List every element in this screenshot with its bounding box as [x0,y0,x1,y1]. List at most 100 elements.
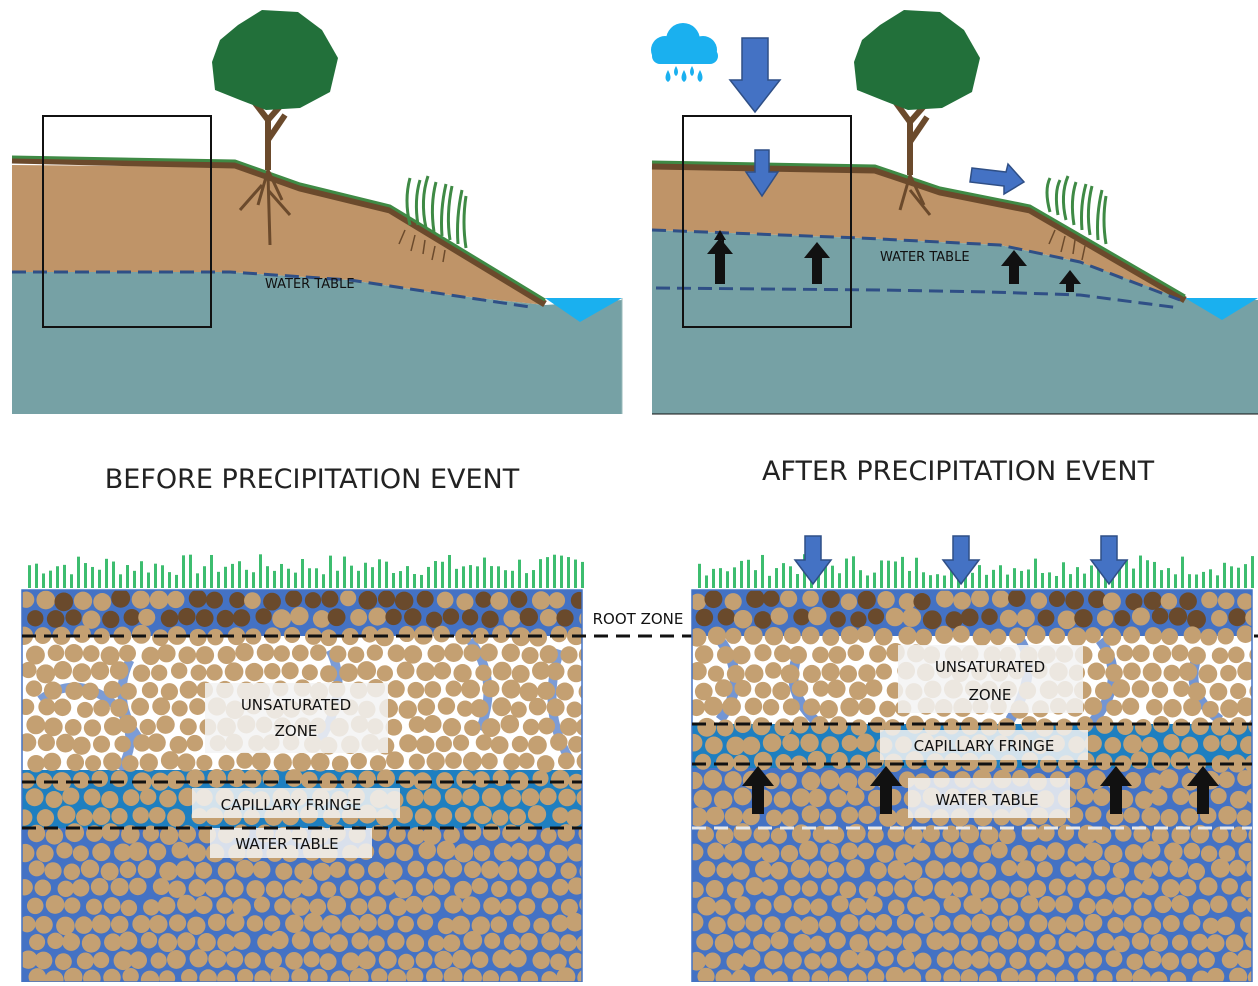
soil-grain [1200,628,1218,646]
grass-blade [287,568,290,588]
soil-grain [499,898,517,916]
grass-blade [35,563,38,588]
soil-grain [378,950,397,969]
soil-grain [264,915,281,932]
soil-grain [327,895,347,915]
soil-grain [471,877,488,895]
soil-grain [1171,825,1190,845]
soil-grain [188,879,207,897]
soil-grain [34,951,53,970]
soil-grain [45,791,63,808]
soil-grain [841,735,858,752]
soil-grain [1026,625,1046,644]
soil-grain [1048,878,1066,896]
soil-grain [27,610,44,627]
soil-grain [408,753,425,770]
soil-grain [53,661,73,680]
grass-blade [824,563,827,588]
soil-grain [850,719,868,736]
soil-grain [244,952,261,969]
grass-blade [413,574,416,588]
soil-grain [791,788,811,807]
soil-grain [482,970,500,982]
soil-grain [423,788,441,806]
soil-grain [80,859,100,878]
title-before: BEFORE PRECIPITATION EVENT [105,464,520,495]
title-after: AFTER PRECIPITATION EVENT [762,456,1155,487]
soil-grain [697,826,714,843]
soil-grain [780,844,799,863]
soil-grain [1135,791,1153,809]
soil-grain [142,825,160,842]
soil-grain [744,842,763,862]
soil-grain [44,970,64,982]
soil-grain [1246,896,1252,914]
soil-grain [1125,593,1143,611]
soil-grain [83,969,101,982]
soil-grain [847,644,865,661]
soil-grain [132,807,149,824]
soil-grain [137,859,157,879]
grass-blade [483,557,486,588]
soil-grain [34,627,52,645]
soil-grain [971,913,991,933]
soil-grain [970,879,990,899]
soil-grain [998,931,1018,950]
soil-grain [463,968,482,982]
soil-grain [541,971,558,982]
grass-blade [887,560,890,588]
soil-grain [492,697,512,717]
soil-grain [963,895,983,914]
soil-grain [434,950,453,970]
soil-grain [548,592,566,609]
soil-grain [90,661,110,681]
soil-grain [1201,591,1218,609]
soil-grain [1220,734,1238,752]
soil-grain [462,788,480,806]
soil-grain [66,753,85,772]
grass-blade [880,560,883,588]
unsaturated-zone-box [898,645,1083,713]
soil-grain [1009,627,1026,644]
soil-grain [140,932,158,949]
soil-grain [898,626,917,645]
soil-grain [510,701,527,718]
soil-grain [692,843,704,861]
water-table-label-before: WATER TABLE [265,277,355,292]
soil-grain [1202,700,1219,718]
soil-grain [695,608,714,627]
soil-grain [152,629,169,647]
soil-grain [858,805,877,824]
soil-grain [549,844,568,864]
soil-grain [980,826,999,845]
soil-grain [578,684,582,699]
soil-grain [1076,787,1094,805]
soil-grain [733,787,752,806]
soil-grain [1039,933,1056,951]
soil-grain [119,644,136,662]
soil-grain [208,949,227,969]
soil-grain [1229,717,1248,735]
soil-grain [76,952,94,970]
soil-grain [1000,898,1019,916]
soil-grain [934,880,953,899]
soil-grain [46,610,65,628]
soil-grain [207,628,224,646]
soil-grain [1237,661,1252,681]
grass-blade [553,554,556,588]
grass-blade [1188,574,1191,588]
soil-grain [1178,662,1198,681]
soil-grain [132,914,151,934]
grass-blade [1244,564,1247,588]
soil-grain [1198,664,1218,684]
soil-grain [121,755,139,772]
soil-grain [131,697,150,716]
grass-blade [308,568,311,588]
soil-grain [1067,879,1086,898]
soil-grain [133,734,151,752]
soil-grain [1103,627,1122,646]
soil-grain [481,718,501,738]
soil-grain [744,664,764,683]
soil-grain [1187,682,1206,701]
soil-grain [978,970,998,982]
